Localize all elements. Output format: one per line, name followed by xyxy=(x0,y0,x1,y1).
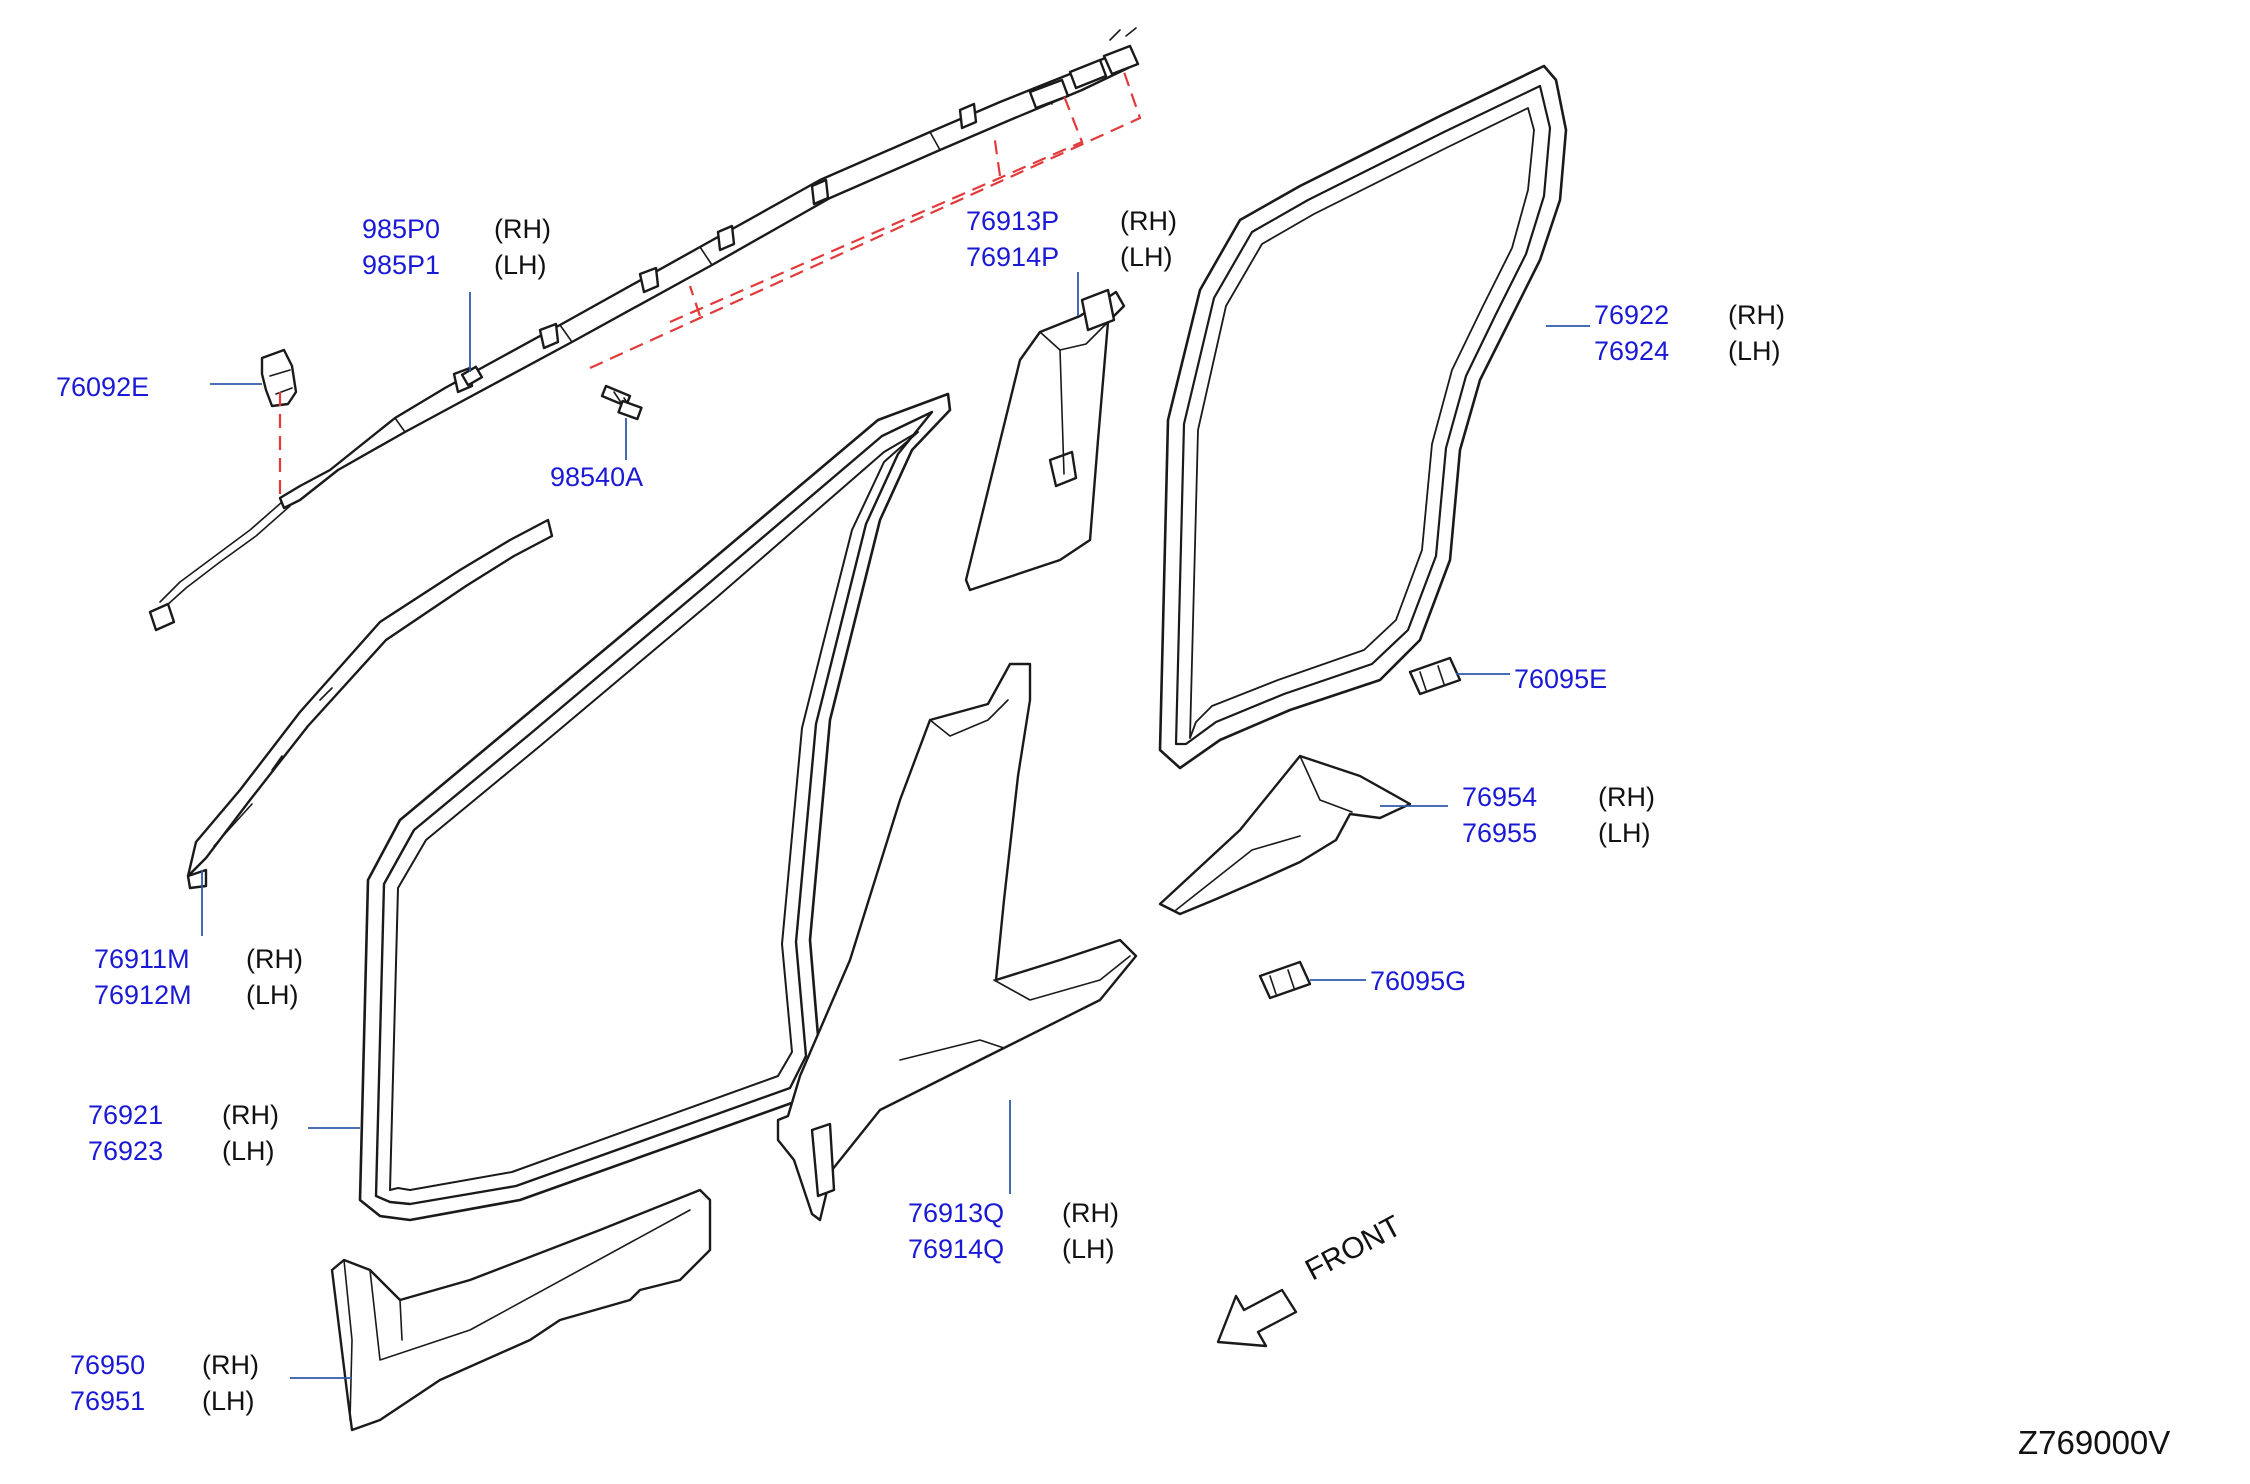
part-number: 76955 xyxy=(1462,818,1538,848)
airbag-clip-part xyxy=(260,348,298,408)
part-number: 76951 xyxy=(70,1386,146,1416)
part-number: 76095G xyxy=(1370,966,1467,996)
side-label: (LH) xyxy=(1062,1234,1115,1264)
front-direction-arrow xyxy=(1216,1288,1298,1348)
side-label: (RH) xyxy=(494,214,551,244)
part-number: 76923 xyxy=(88,1136,164,1166)
part-number: 76092E xyxy=(56,372,150,402)
rear-kicking-plate-part xyxy=(1158,754,1412,916)
part-number: 76924 xyxy=(1594,336,1670,366)
front-kicking-plate-part xyxy=(330,1188,712,1432)
part-number: 76912M xyxy=(94,980,192,1010)
part-number: 76921 xyxy=(88,1100,164,1130)
rear-door-weatherstrip-part xyxy=(1158,64,1568,770)
side-label: (LH) xyxy=(1598,818,1651,848)
side-label: (RH) xyxy=(1120,206,1177,236)
b-pillar-lower-garnish-part xyxy=(776,662,1138,1222)
part-number: 76913Q xyxy=(908,1198,1005,1228)
side-label: (RH) xyxy=(202,1350,259,1380)
side-label: (LH) xyxy=(202,1386,255,1416)
part-number: 76950 xyxy=(70,1350,146,1380)
front-door-weatherstrip-part xyxy=(358,392,952,1222)
side-label: (LH) xyxy=(222,1136,275,1166)
side-label: (RH) xyxy=(1598,782,1655,812)
side-label: (LH) xyxy=(1120,242,1173,272)
a-pillar-garnish-part xyxy=(186,518,554,890)
side-label: (LH) xyxy=(494,250,547,280)
b-pillar-upper-garnish-part xyxy=(964,288,1126,592)
part-number: 76914Q xyxy=(908,1234,1005,1264)
part-number: 985P1 xyxy=(362,250,441,280)
part-number: 76914P xyxy=(966,242,1060,272)
side-label: (RH) xyxy=(222,1100,279,1130)
part-number: 98540A xyxy=(550,462,644,492)
part-number: 76954 xyxy=(1462,782,1538,812)
trim-clip-parts xyxy=(1258,656,1462,1000)
side-label: (RH) xyxy=(246,944,303,974)
side-label: (LH) xyxy=(246,980,299,1010)
diagram-code: Z769000V xyxy=(2018,1424,2171,1461)
part-number: 76913P xyxy=(966,206,1060,236)
side-label: (LH) xyxy=(1728,336,1781,366)
side-label: (RH) xyxy=(1062,1198,1119,1228)
leader-lines xyxy=(201,272,1590,1379)
part-number: 76095E xyxy=(1514,664,1608,694)
dashed-guides xyxy=(278,71,1142,500)
part-number: 76922 xyxy=(1594,300,1670,330)
part-number: 76911M xyxy=(94,944,190,974)
part-number: 985P0 xyxy=(362,214,441,244)
curtain-airbag-part xyxy=(148,27,1140,632)
side-label: (RH) xyxy=(1728,300,1785,330)
bolt-part xyxy=(600,384,643,421)
